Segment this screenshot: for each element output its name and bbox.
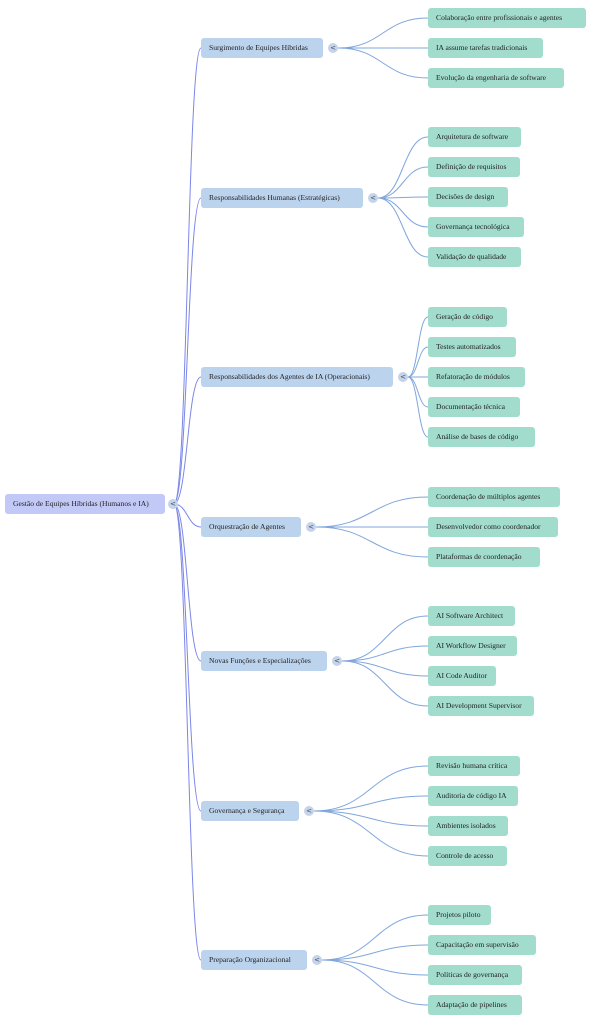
branch-leaf-link bbox=[377, 136, 429, 199]
collapse-toggle-icon[interactable]: < bbox=[306, 522, 316, 532]
collapse-toggle-icon[interactable]: < bbox=[398, 372, 408, 382]
leaf-node[interactable]: Testes automatizados bbox=[428, 337, 516, 357]
branch-leaf-link bbox=[337, 17, 429, 49]
leaf-node[interactable]: Refatoração de módulos bbox=[428, 367, 525, 387]
root-branch-link bbox=[173, 503, 202, 961]
leaf-node[interactable]: Coordenação de múltiplos agentes bbox=[428, 487, 560, 507]
branch-leaf-link bbox=[313, 765, 429, 812]
leaf-node[interactable]: Documentação técnica bbox=[428, 397, 520, 417]
branch-leaf-link bbox=[337, 47, 429, 79]
collapse-toggle-icon[interactable]: < bbox=[312, 955, 322, 965]
branch-leaf-link bbox=[377, 197, 429, 228]
collapse-toggle-icon[interactable]: < bbox=[168, 499, 178, 509]
branch-leaf-link bbox=[315, 526, 429, 558]
leaf-node[interactable]: Definição de requisitos bbox=[428, 157, 520, 177]
branch-leaf-link bbox=[313, 795, 429, 812]
branch-node[interactable]: Novas Funções e Especializações bbox=[201, 651, 327, 671]
branch-node[interactable]: Orquestração de Agentes bbox=[201, 517, 301, 537]
leaf-node[interactable]: AI Development Supervisor bbox=[428, 696, 534, 716]
branch-leaf-link bbox=[377, 197, 429, 258]
branch-leaf-link bbox=[321, 944, 429, 961]
leaf-node[interactable]: Controle de acesso bbox=[428, 846, 507, 866]
leaf-node[interactable]: AI Code Auditor bbox=[428, 666, 496, 686]
leaf-node[interactable]: Revisão humana crítica bbox=[428, 756, 520, 776]
leaf-node[interactable]: Projetos piloto bbox=[428, 905, 491, 925]
leaf-node[interactable]: Capacitação em supervisão bbox=[428, 935, 536, 955]
branch-node[interactable]: Preparação Organizacional bbox=[201, 950, 307, 970]
branch-leaf-link bbox=[313, 810, 429, 827]
branch-node[interactable]: Governança e Segurança bbox=[201, 801, 299, 821]
leaf-node[interactable]: Desenvolvedor como coordenador bbox=[428, 517, 558, 537]
branch-node[interactable]: Surgimento de Equipes Híbridas bbox=[201, 38, 323, 58]
branch-leaf-link bbox=[407, 376, 429, 408]
leaf-node[interactable]: Arquitetura de software bbox=[428, 127, 521, 147]
branch-leaf-link bbox=[341, 660, 429, 707]
branch-leaf-link bbox=[321, 959, 429, 976]
collapse-toggle-icon[interactable]: < bbox=[304, 806, 314, 816]
root-node[interactable]: Gestão de Equipes Híbridas (Humanos e IA… bbox=[5, 494, 165, 514]
branch-leaf-link bbox=[313, 810, 429, 857]
branch-leaf-link bbox=[341, 660, 429, 677]
branch-leaf-link bbox=[341, 645, 429, 662]
leaf-node[interactable]: Políticas de governança bbox=[428, 965, 522, 985]
leaf-node[interactable]: Plataformas de coordenação bbox=[428, 547, 540, 567]
branch-leaf-link bbox=[321, 914, 429, 961]
root-branch-link bbox=[173, 47, 202, 505]
leaf-node[interactable]: Ambientes isolados bbox=[428, 816, 508, 836]
branch-leaf-link bbox=[341, 615, 429, 662]
root-branch-link bbox=[173, 376, 202, 505]
branch-leaf-link bbox=[321, 959, 429, 1006]
collapse-toggle-icon[interactable]: < bbox=[332, 656, 342, 666]
branch-leaf-link bbox=[407, 316, 429, 378]
branch-leaf-link bbox=[377, 166, 429, 199]
leaf-node[interactable]: Geração de código bbox=[428, 307, 507, 327]
leaf-node[interactable]: Decisões de design bbox=[428, 187, 508, 207]
leaf-node[interactable]: Evolução da engenharia de software bbox=[428, 68, 564, 88]
collapse-toggle-icon[interactable]: < bbox=[328, 43, 338, 53]
branch-node[interactable]: Responsabilidades dos Agentes de IA (Ope… bbox=[201, 367, 393, 387]
leaf-node[interactable]: Adaptação de pipelines bbox=[428, 995, 522, 1015]
branch-node[interactable]: Responsabilidades Humanas (Estratégicas) bbox=[201, 188, 363, 208]
leaf-node[interactable]: AI Workflow Designer bbox=[428, 636, 517, 656]
root-branch-link bbox=[173, 503, 202, 662]
branch-leaf-link bbox=[315, 496, 429, 528]
leaf-node[interactable]: Validação de qualidade bbox=[428, 247, 521, 267]
root-branch-link bbox=[173, 503, 202, 812]
leaf-node[interactable]: AI Software Architect bbox=[428, 606, 515, 626]
leaf-node[interactable]: Análise de bases de código bbox=[428, 427, 535, 447]
branch-leaf-link bbox=[407, 346, 429, 378]
leaf-node[interactable]: Governança tecnológica bbox=[428, 217, 524, 237]
leaf-node[interactable]: Auditoria de código IA bbox=[428, 786, 518, 806]
branch-leaf-link bbox=[377, 196, 429, 199]
collapse-toggle-icon[interactable]: < bbox=[368, 193, 378, 203]
leaf-node[interactable]: Colaboração entre profissionais e agente… bbox=[428, 8, 586, 28]
leaf-node[interactable]: IA assume tarefas tradicionais bbox=[428, 38, 543, 58]
root-branch-link bbox=[173, 197, 202, 505]
branch-leaf-link bbox=[407, 376, 429, 438]
